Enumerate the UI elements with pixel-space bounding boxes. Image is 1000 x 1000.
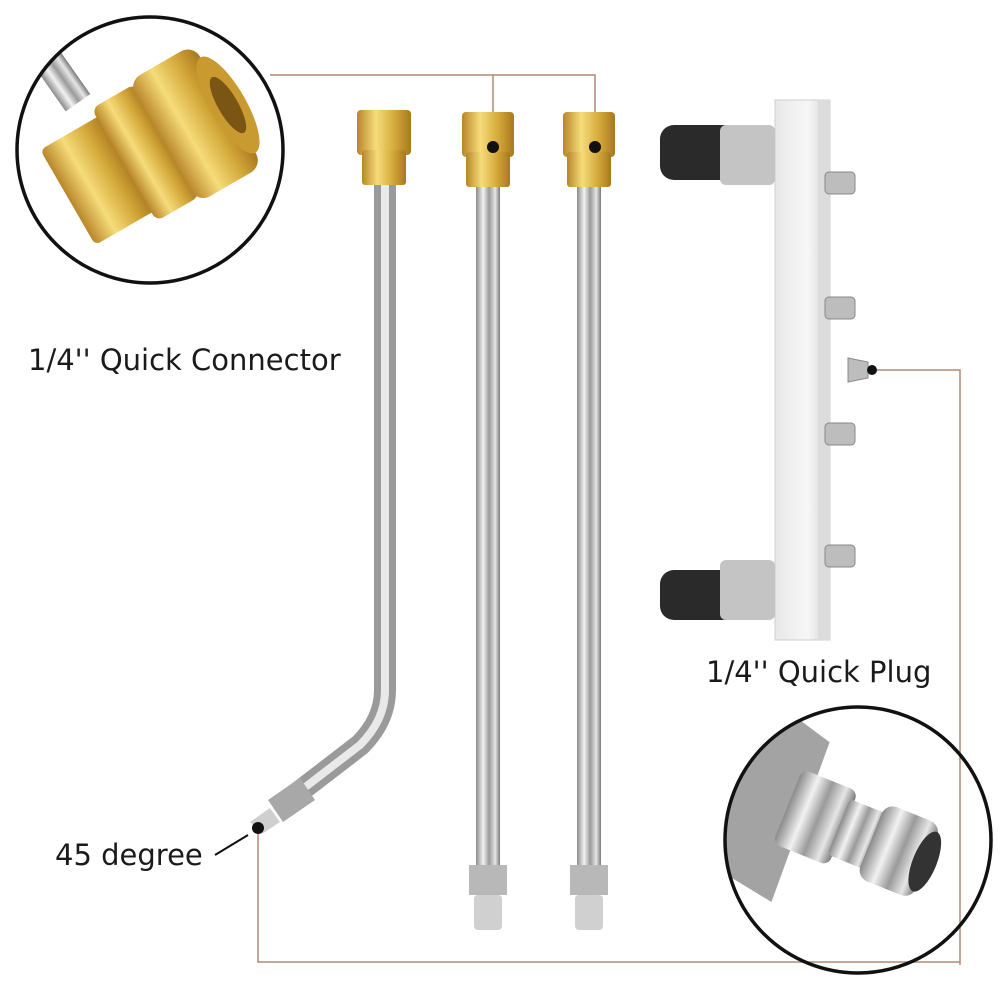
quick-plug-label: 1/4'' Quick Plug [706, 655, 932, 689]
connector-circle-border [15, 15, 285, 285]
quick-connector-closeup [19, 28, 260, 243]
undercarriage-cleaner [660, 99, 877, 641]
plug-circle-border [723, 705, 993, 975]
quick-connector-label: 1/4'' Quick Connector [28, 343, 341, 377]
quick-plug-closeup [725, 707, 942, 903]
angle-label: 45 degree [55, 838, 203, 872]
wand-straight-2 [563, 112, 615, 930]
wand-straight-1 [462, 112, 514, 930]
wand-45-degree [214, 110, 411, 856]
